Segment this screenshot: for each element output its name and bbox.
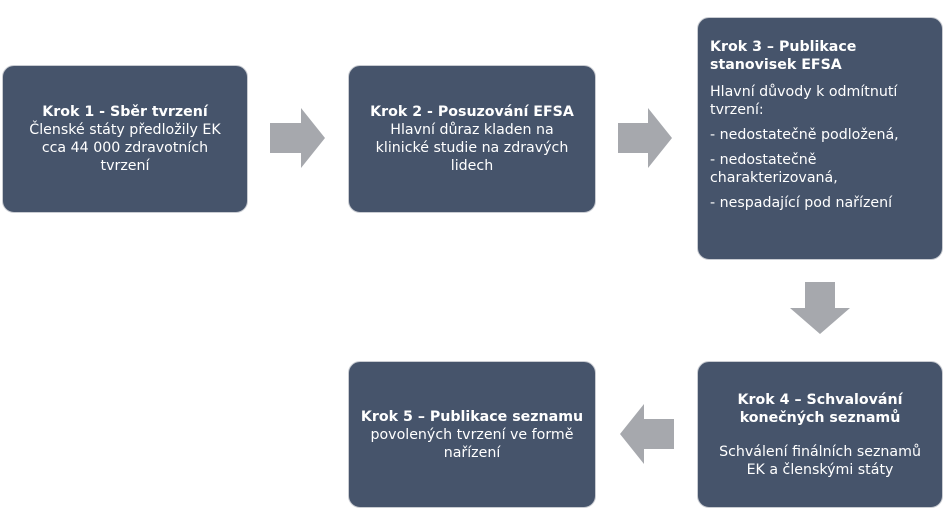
step-3-reason-line: - nedostatečně podložená, — [710, 127, 899, 143]
step-5-body-line: povolených tvrzení ve formě — [370, 426, 574, 443]
step-1-body-line: tvrzení — [100, 158, 150, 174]
step-5-title: Krok 5 – Publikace seznamu — [360, 408, 584, 425]
step-3-intro-line: tvrzení: — [710, 102, 764, 118]
arrow-right-icon — [618, 108, 672, 168]
step-2-box: Krok 2 - Posuzování EFSA Hlavní důraz kl… — [348, 65, 596, 213]
step-1-body-line: Členské státy předložily EK — [29, 122, 221, 138]
step-2-body: Hlavní důraz kladen na klinické studie n… — [376, 121, 569, 175]
step-3-intro-line: Hlavní důvody k odmítnutí — [710, 84, 898, 100]
step-3-title: Krok 3 – Publikace stanovisek EFSA — [710, 38, 932, 74]
step-5-body: povolených tvrzení ve formě nařízení — [371, 426, 574, 462]
step-3-title-line: stanovisek EFSA — [710, 57, 842, 73]
step-3-box: Krok 3 – Publikace stanovisek EFSA Hlavn… — [697, 17, 943, 260]
step-1-body: Členské státy předložily EK cca 44 000 z… — [29, 121, 220, 175]
step-1-title: Krok 1 - Sběr tvrzení — [42, 104, 208, 120]
step-3-reason-line: charakterizovaná, — [710, 170, 838, 186]
step-4-box: Krok 4 – Schvalování konečných seznamů S… — [697, 361, 943, 508]
step-4-body-line: EK a členskými státy — [746, 461, 894, 478]
step-4-title-line: Krok 4 – Schvalování — [737, 391, 903, 408]
step-2-body-line: lidech — [450, 158, 494, 174]
step-3-reason: - nedostatečně podložená, — [710, 126, 932, 144]
arrow-right-icon — [270, 108, 325, 168]
step-2-body-line: klinické studie na zdravých — [375, 140, 569, 156]
step-3-title-line: Krok 3 – Publikace — [710, 39, 857, 55]
step-3-reason: - nedostatečně charakterizovaná, — [710, 151, 932, 187]
step-4-title: Krok 4 – Schvalování konečných seznamů — [738, 391, 903, 427]
step-3-intro: Hlavní důvody k odmítnutí tvrzení: — [710, 83, 932, 119]
step-1-box: Krok 1 - Sběr tvrzení Členské státy před… — [2, 65, 248, 213]
arrow-down-icon — [790, 282, 850, 334]
step-2-body-line: Hlavní důraz kladen na — [390, 122, 554, 138]
step-4-body: Schválení finálních seznamů EK a členský… — [719, 443, 921, 479]
step-1-body-line: cca 44 000 zdravotních — [41, 140, 209, 156]
step-4-body-line: Schválení finálních seznamů — [719, 443, 921, 460]
step-4-title-line: konečných seznamů — [739, 409, 901, 426]
step-2-title: Krok 2 - Posuzování EFSA — [370, 104, 574, 120]
step-5-box: Krok 5 – Publikace seznamu povolených tv… — [348, 361, 596, 508]
step-3-reason-line: - nedostatečně — [710, 152, 817, 168]
step-3-reason: - nespadající pod nařízení — [710, 194, 932, 212]
step-3-reason-line: - nespadající pod nařízení — [710, 195, 893, 211]
arrow-left-icon — [620, 404, 674, 464]
step-5-body-line: nařízení — [443, 444, 501, 461]
